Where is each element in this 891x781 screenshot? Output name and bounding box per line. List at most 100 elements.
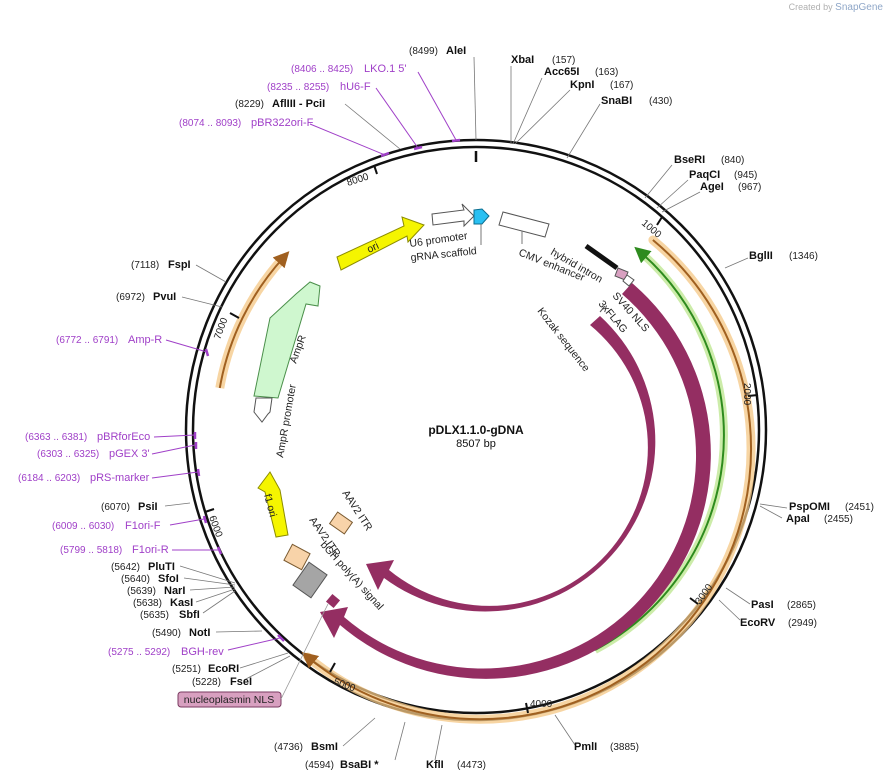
site-name-apai: ApaI — [786, 513, 810, 525]
svg-text:nucleoplasmin NLS: nucleoplasmin NLS — [184, 694, 274, 706]
backbone-inner-circle — [191, 145, 761, 715]
nucleoplasmin-mark — [325, 593, 341, 609]
site-pos-bseri: (840) — [721, 155, 744, 166]
tick-label-2000: 2000 — [741, 383, 752, 406]
primer-name-f1orif: F1ori-F — [125, 520, 161, 532]
u6-promoter-arrow — [431, 203, 475, 228]
site-name-agei: AgeI — [700, 181, 724, 193]
site-pos-fspi: (7118) — [131, 260, 159, 271]
site-pos-fsei: (5228) — [192, 677, 221, 688]
aav2-itr-box-1 — [328, 511, 354, 535]
ori-arrow — [336, 216, 425, 271]
orf-outer-right-orange-line — [301, 239, 752, 721]
site-name-ecori: EcoRI — [208, 663, 239, 675]
tick-marks — [204, 151, 759, 714]
site-pos-sfoi: (5640) — [121, 574, 150, 585]
primer-pos-bghrev: (5275 .. 5292) — [108, 647, 170, 658]
primer-pos-lko1: (8406 .. 8425) — [291, 64, 353, 75]
site-name-psii: PsiI — [138, 501, 158, 513]
site-name-pvui: PvuI — [153, 291, 176, 303]
primer-name-pbrforeco: pBRforEco — [97, 431, 150, 443]
site-pos-agei: (967) — [738, 182, 761, 193]
site-pos-xbai: (157) — [552, 55, 575, 66]
site-pos-snabi: (430) — [649, 96, 672, 107]
site-name-fsei: FseI — [230, 676, 252, 688]
primer-pos-pbrforeco: (6363 .. 6381) — [25, 432, 87, 443]
site-pos-ecori: (5251) — [172, 664, 201, 675]
label-cas9-outer: Cas9 — [622, 567, 646, 594]
site-name-bseri: BseRI — [674, 154, 705, 166]
site-name-bglii: BglII — [749, 250, 773, 262]
site-pos-kasi: (5638) — [133, 598, 162, 609]
site-name-kfli: KflI — [426, 759, 444, 771]
site-name-snabi: SnaBI — [601, 95, 632, 107]
primer-name-hu6f: hU6-F — [340, 81, 371, 93]
snapgene-logo: SnapGene — [835, 2, 883, 13]
aav2-itr-box-2 — [283, 543, 311, 571]
site-pos-noti: (5490) — [152, 628, 181, 639]
site-name-ecorv: EcoRV — [740, 617, 776, 629]
site-name-bsmi: BsmI — [311, 741, 338, 753]
label-cas9-inner: Cas9 — [585, 528, 609, 555]
primer-name-prs: pRS-marker — [90, 472, 150, 484]
primer-pos-pbr322: (8074 .. 8093) — [179, 118, 241, 129]
site-pos-pmli: (3885) — [610, 742, 639, 753]
site-name-fspi: FspI — [168, 259, 191, 271]
site-name-xbai: XbaI — [511, 54, 534, 66]
snapgene-credit: Created by SnapGene — [789, 2, 883, 13]
cas9-outer-arc — [320, 283, 711, 679]
site-pos-acc65i: (163) — [595, 67, 618, 78]
site-pos-nari: (5639) — [127, 586, 156, 597]
site-name-nari: NarI — [164, 585, 185, 597]
site-pos-ecorv: (2949) — [788, 618, 817, 629]
primer-pos-hu6f: (8235 .. 8255) — [267, 82, 329, 93]
site-name-bsabi: BsaBI * — [340, 759, 379, 771]
f1-ori-arrow — [257, 471, 289, 538]
hybrid-intron-bar — [584, 243, 619, 271]
plasmid-name: pDLX1.1.0-gDNA — [428, 423, 524, 437]
site-name-paqci: PaqCI — [689, 169, 720, 181]
credit-prefix: Created by — [788, 2, 833, 12]
site-pos-pspomi: (2451) — [845, 502, 874, 513]
site-pos-paqci: (945) — [734, 170, 757, 181]
site-pos-pvui: (6972) — [116, 292, 145, 303]
site-name-pasi: PasI — [751, 599, 774, 611]
tick-label-8000: 8000 — [346, 171, 371, 188]
site-pos-sbfi: (5635) — [140, 610, 169, 621]
nucleoplasmin-leader — [280, 603, 329, 700]
label-ori: ori — [365, 240, 381, 256]
primer-pos-prs: (6184 .. 6203) — [18, 473, 80, 484]
kozak-tick — [599, 305, 606, 313]
cas9-inner-arc — [366, 316, 656, 612]
primer-marks — [193, 138, 461, 642]
primer-pos-f1orif: (6009 .. 6030) — [52, 521, 114, 532]
primer-pos-pgex3: (6303 .. 6325) — [37, 449, 99, 460]
label-kozak: Kozak sequence — [535, 305, 592, 374]
site-name-sbfi: SbfI — [179, 609, 200, 621]
grna-scaffold-arrow — [473, 208, 490, 225]
site-name-sfoi: SfoI — [158, 573, 179, 585]
flag-box — [622, 274, 635, 287]
site-pos-pasi: (2865) — [787, 600, 816, 611]
orf-inner-right-green-line — [594, 246, 725, 651]
site-pos-afliii: (8229) — [235, 99, 264, 110]
site-name-kpni: KpnI — [570, 79, 594, 91]
site-pos-kfli: (4473) — [457, 760, 486, 771]
tick-label-5000: 5000 — [332, 676, 357, 694]
site-labels: (8499) AleI XbaI (157) Acc65I (163) KpnI… — [101, 45, 874, 771]
primer-name-pbr322: pBR322ori-F — [251, 117, 314, 129]
site-leaders — [164, 56, 788, 761]
site-pos-bsabi: (4594) — [305, 760, 334, 771]
ampr-promoter-arrow — [253, 397, 273, 423]
site-pos-pluti: (5642) — [111, 562, 140, 573]
primer-pos-f1orir: (5799 .. 5818) — [60, 545, 122, 556]
plasmid-size: 8507 bp — [456, 438, 496, 450]
label-f1-ori: f1 ori — [261, 493, 279, 519]
site-name-pmli: PmlI — [574, 741, 597, 753]
site-name-acc65i: Acc65I — [544, 66, 579, 78]
nucleoplasmin-nls-label: nucleoplasmin NLS — [177, 691, 282, 708]
primer-labels: (8406 .. 8425) LKO.1 5' (8235 .. 8255) h… — [18, 63, 406, 658]
site-name-pluti: PluTI — [148, 561, 175, 573]
tick-label-4000: 4000 — [530, 699, 553, 710]
